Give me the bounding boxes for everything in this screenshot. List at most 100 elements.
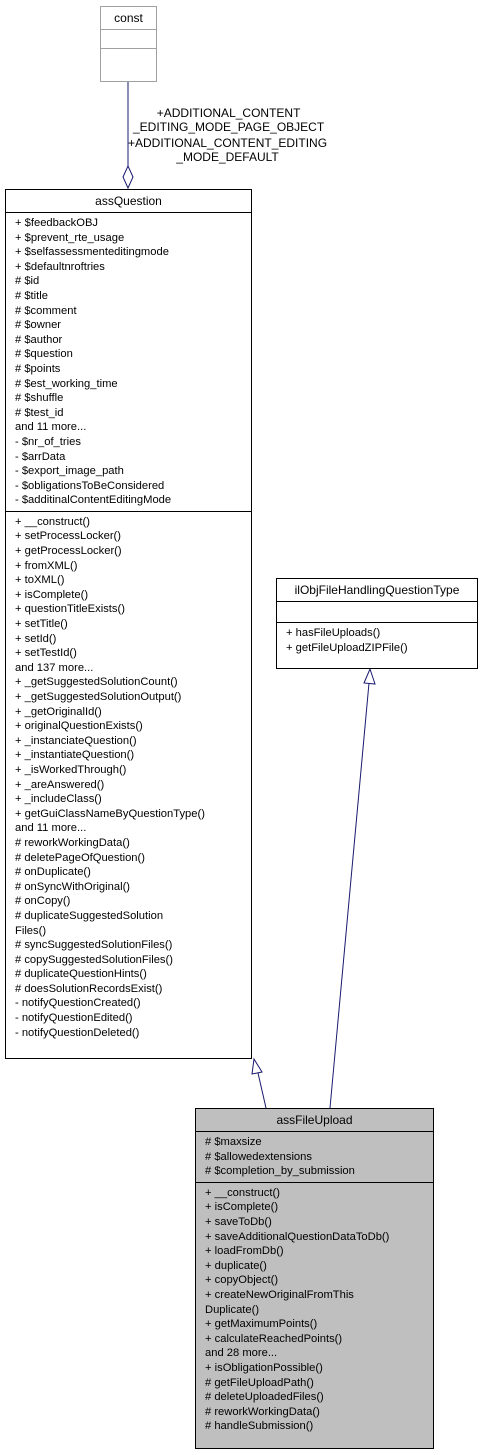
member-row: # $points — [15, 362, 61, 375]
member-row: + __construct() — [15, 515, 90, 528]
class-title: assFileUpload — [276, 1113, 353, 1127]
methods-section: + __construct() + isComplete()+ saveToDb(… — [196, 1181, 433, 1437]
member-row: # $comment — [15, 304, 77, 317]
member-row: + _instanciateQuestion() — [15, 734, 137, 747]
member-row: - $nr_of_tries — [15, 435, 81, 448]
member-row: - notifyQuestionCreated() — [15, 997, 141, 1010]
member-row: + getProcessLocker() — [15, 545, 122, 558]
class-title: ilObjFileHandlingQuestionType — [294, 583, 460, 597]
member-row: # $test_id — [15, 406, 64, 419]
inheritance-arrow-assquestion — [251, 1057, 263, 1075]
member-row: + _instantiateQuestion() — [15, 749, 135, 762]
member-row: and 11 more... — [15, 421, 87, 434]
attributes-section — [277, 601, 477, 622]
methods-section: + hasFileUploads() + getFileUploadZIPFile… — [277, 622, 477, 658]
edge-label-page-object: +ADDITIONAL_CONTENT _EDITING_MODE_PAGE_O… — [133, 106, 325, 134]
member-row: # $completion_by_submission — [205, 1165, 355, 1178]
member-row: # reworkWorkingData() — [15, 836, 130, 849]
member-row: + setTestId() — [15, 647, 77, 660]
member-row: # $title — [15, 289, 48, 302]
member-row: + $feedbackOBJ — [15, 217, 99, 229]
member-row: + setTitle() — [15, 618, 68, 631]
member-row: - $additinalContentEditingMode — [15, 494, 172, 507]
methods-section — [101, 48, 156, 67]
inheritance-edge-assquestion — [257, 1072, 267, 1109]
member-row: - notifyQuestionDeleted() — [15, 1026, 140, 1039]
member-row: # handleSubmission() — [205, 1420, 314, 1433]
inheritance-edge-ilobjfilehandling — [329, 682, 370, 1109]
member-row: and 137 more... — [15, 661, 94, 674]
member-row: + fromXML() — [15, 559, 78, 572]
member-row: + getMaximumPoints() — [205, 1318, 318, 1331]
member-row: + saveToDb() — [205, 1215, 272, 1228]
member-row: - $arrData — [15, 450, 66, 463]
member-row: + isObligationPossible() — [205, 1361, 323, 1374]
member-row: + loadFromDb() — [205, 1245, 284, 1258]
member-row: # syncSuggestedSolutionFiles() — [15, 939, 173, 952]
member-row: # onDuplicate() — [15, 866, 91, 879]
member-row: + _includeClass() — [15, 793, 102, 806]
member-row: and 11 more... — [15, 822, 87, 835]
member-row: # onCopy() — [15, 895, 71, 908]
member-row: # $question — [15, 348, 73, 361]
member-row: + hasFileUploads() — [286, 627, 381, 639]
methods-section: + __construct() + setProcessLocker() + get… — [6, 510, 251, 1043]
edge-label-default: +ADDITIONAL_CONTENT_EDITING _MODE_DEFAUL… — [128, 136, 328, 164]
member-row: # copySuggestedSolutionFiles() — [15, 953, 173, 966]
attributes-section: + $feedbackOBJ + $prevent_rte_usage + $sel… — [6, 212, 251, 511]
member-row: + _getSuggestedSolutionOutput() — [15, 691, 182, 703]
class-title: const — [114, 11, 143, 25]
member-row: Duplicate() — [205, 1303, 260, 1316]
member-row: # onSyncWithOriginal() — [15, 880, 131, 893]
member-row: + _getSuggestedSolutionCount() — [15, 676, 178, 689]
member-row: + isComplete() — [205, 1201, 279, 1214]
member-row: + originalQuestionExists() — [15, 720, 143, 733]
member-row: + _areAnswered() — [15, 778, 105, 791]
member-row: + _getOriginalId() — [15, 705, 102, 718]
class-const[interactable]: const — [100, 6, 157, 82]
member-row: + $defaultnroftries — [15, 260, 105, 273]
member-row: - $export_image_path — [15, 465, 124, 478]
member-row: + __construct() — [205, 1186, 280, 1199]
member-row: - notifyQuestionEdited() — [15, 1012, 133, 1025]
class-title: assQuestion — [95, 194, 162, 208]
member-row: + isComplete() — [15, 588, 89, 601]
member-row: + createNewOriginalFromThis — [205, 1288, 354, 1301]
member-row: + setId() — [15, 632, 57, 645]
class-assfileupload[interactable]: assFileUpload # $maxsize # $allowedextens… — [195, 1108, 434, 1449]
member-row: # getFileUploadPath() — [205, 1376, 314, 1389]
member-row: # $maxsize — [205, 1136, 262, 1148]
member-row: Files() — [15, 924, 47, 937]
member-row: # $allowedextensions — [205, 1150, 312, 1163]
member-row: + calculateReachedPoints() — [205, 1332, 343, 1345]
member-row: # duplicateQuestionHints() — [15, 968, 147, 981]
member-row: # deletePageOfQuestion() — [15, 851, 145, 864]
inheritance-arrow-ilobjfilehandling — [363, 667, 376, 685]
member-row: # doesSolutionRecordsExist() — [15, 982, 163, 995]
member-row: + $selfassessmenteditingmode — [15, 246, 169, 259]
member-row: # $est_working_time — [15, 377, 118, 390]
class-assquestion[interactable]: assQuestion + $feedbackOBJ + $prevent_rte… — [5, 189, 252, 1059]
member-row: + $prevent_rte_usage — [15, 231, 125, 244]
composition-diamond — [122, 164, 134, 190]
member-row: # duplicateSuggestedSolution — [15, 909, 164, 922]
member-row: # $owner — [15, 319, 62, 332]
member-row: + questionTitleExists() — [15, 603, 125, 616]
member-row: # deleteUploadedFiles() — [205, 1391, 324, 1404]
member-row: + setProcessLocker() — [15, 530, 122, 543]
member-row: # $id — [15, 275, 40, 288]
attributes-section — [101, 29, 156, 48]
member-row: and 28 more... — [205, 1347, 278, 1360]
member-row: + copyObject() — [205, 1274, 279, 1287]
member-row: + _isWorkedThrough() — [15, 763, 127, 776]
member-row: + getFileUploadZIPFile() — [286, 641, 408, 654]
member-row: - $obligationsToBeConsidered — [15, 479, 165, 492]
member-row: + getGuiClassNameByQuestionType() — [15, 807, 205, 820]
class-ilobjfilehandlingquestiontype[interactable]: ilObjFileHandlingQuestionType + hasFileU… — [276, 578, 478, 669]
member-row: + saveAdditionalQuestionDataToDb() — [205, 1230, 390, 1243]
member-row: # $author — [15, 333, 63, 346]
member-row: + toXML() — [15, 574, 65, 587]
member-row: # reworkWorkingData() — [205, 1405, 320, 1418]
member-row: # $shuffle — [15, 392, 64, 405]
